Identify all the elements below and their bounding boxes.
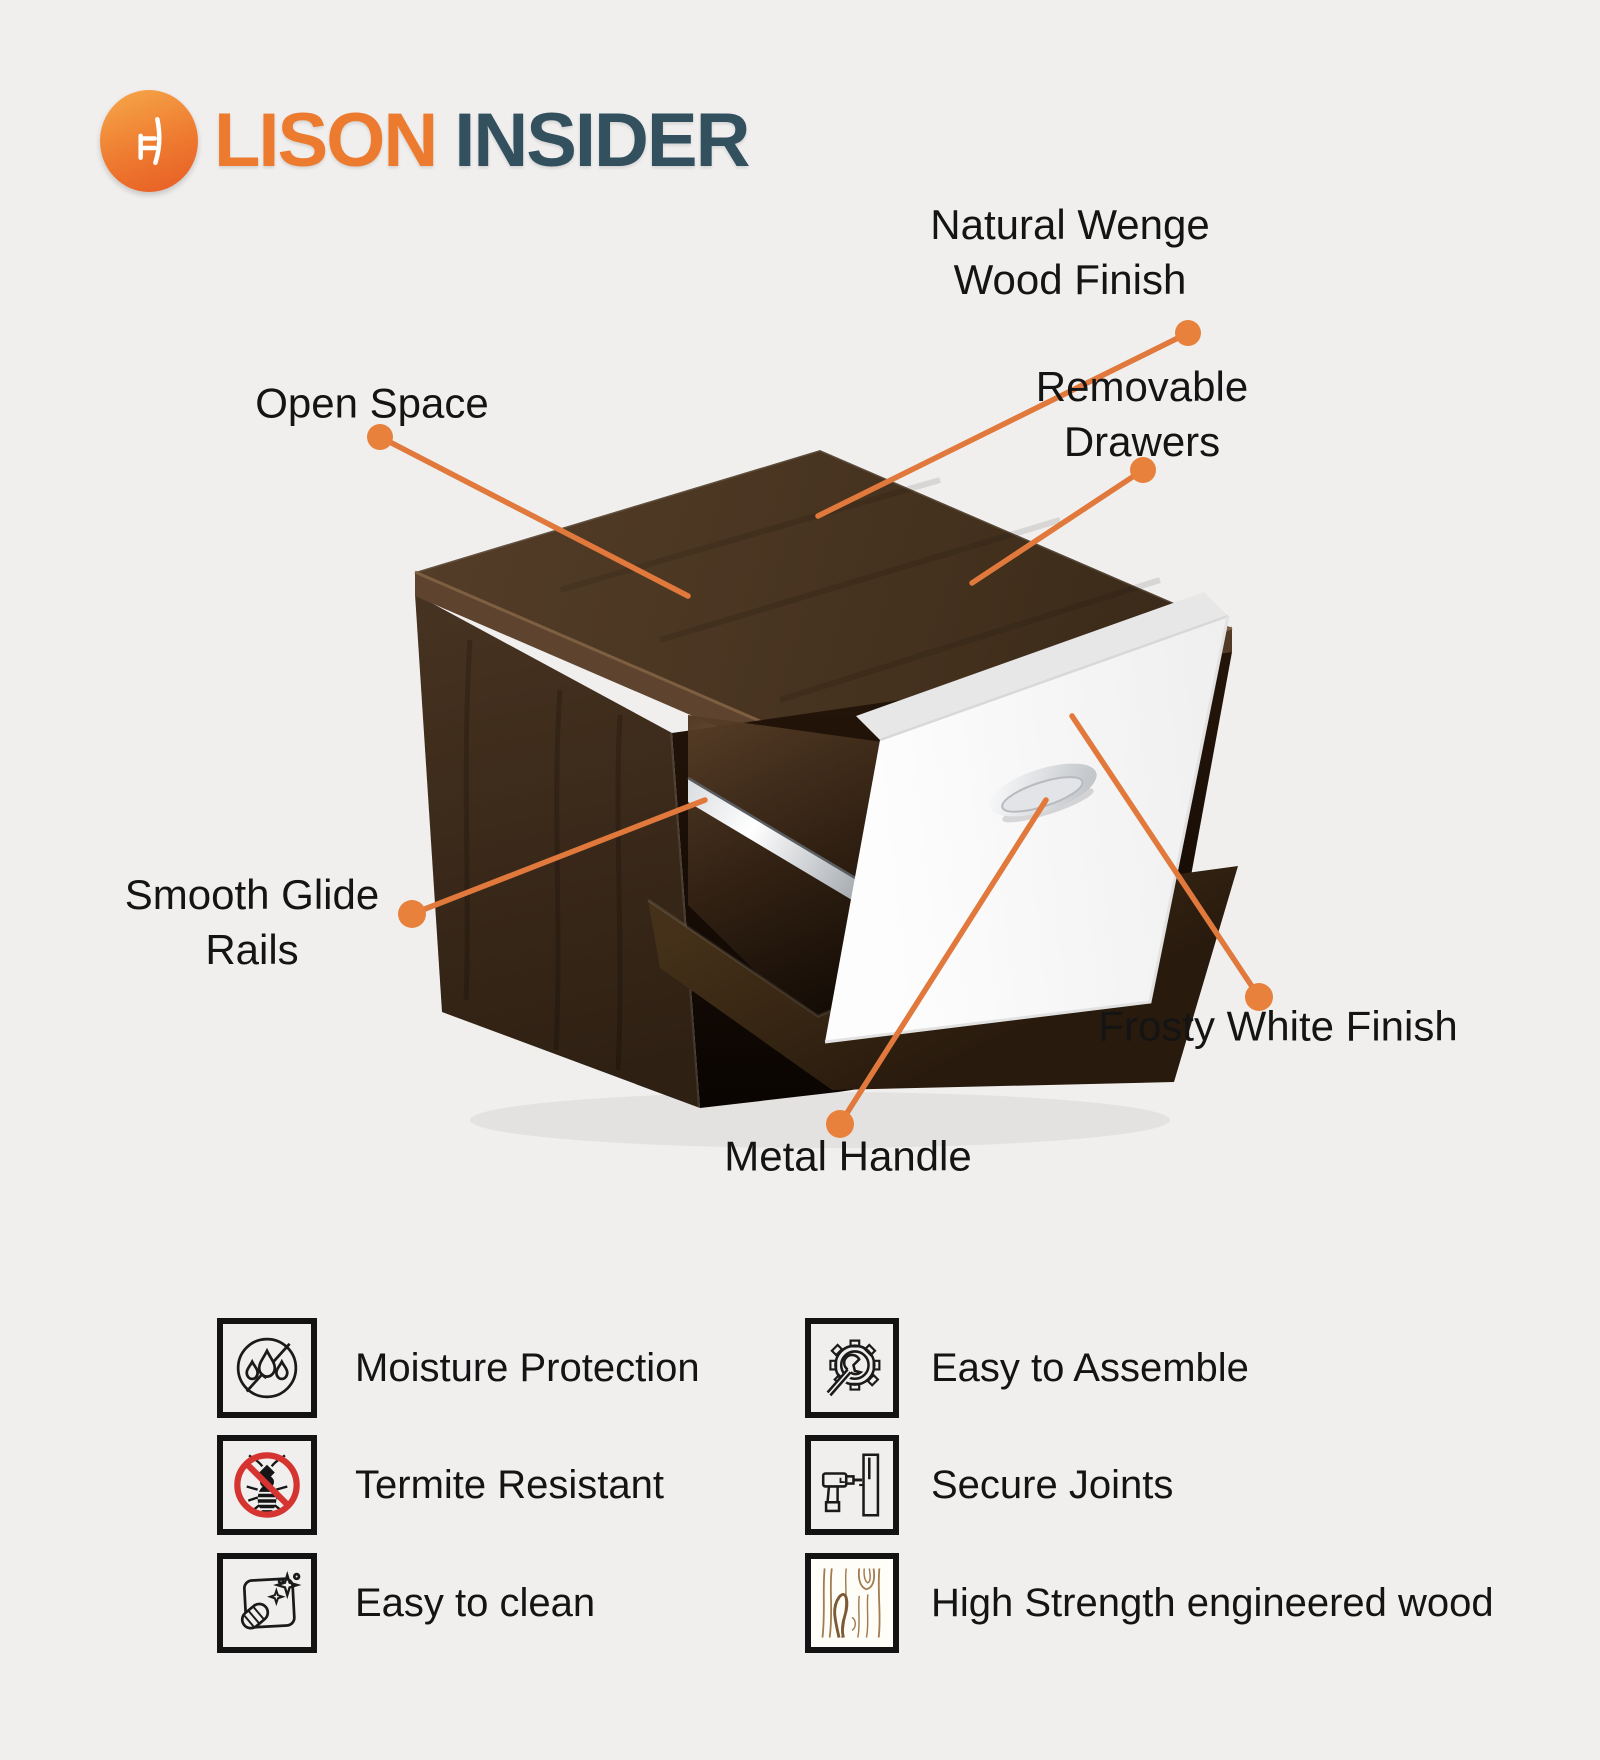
leader-lines xyxy=(367,320,1273,1138)
chair-icon xyxy=(138,117,162,165)
callout-line: Drawers xyxy=(1063,418,1221,465)
callout-line: Removable xyxy=(1035,363,1249,410)
line-open-space xyxy=(377,434,691,599)
feature-row-clean: Easy to clean xyxy=(217,1553,595,1653)
callout-line: Rails xyxy=(205,926,299,973)
feature-row-moisture: Moisture Protection xyxy=(217,1318,700,1418)
drawer-box-side xyxy=(688,715,882,1040)
wood-grain-icon xyxy=(805,1553,899,1653)
easy-clean-icon xyxy=(217,1553,317,1653)
feature-label: Easy to Assemble xyxy=(931,1345,1249,1390)
easy-assemble-icon xyxy=(805,1318,899,1418)
feature-label: Secure Joints xyxy=(931,1462,1174,1507)
line-metal-handle xyxy=(837,797,1049,1127)
feature-label: Easy to clean xyxy=(355,1580,596,1625)
metal-handle xyxy=(989,763,1097,823)
feature-label: Termite Resistant xyxy=(355,1462,664,1507)
floor-shadow xyxy=(470,1092,1170,1148)
termite-resistant-icon xyxy=(217,1435,317,1535)
secure-joints-icon xyxy=(805,1435,899,1535)
callout-line: Wood Finish xyxy=(953,256,1187,303)
brand-logo xyxy=(100,90,198,192)
line-removable-drawers xyxy=(969,467,1146,586)
callout-line: Natural Wenge xyxy=(930,201,1210,248)
feature-label: High Strength engineered wood xyxy=(931,1580,1494,1625)
callout-open-space: Open Space xyxy=(255,376,489,431)
dot-natural-wenge xyxy=(1175,320,1201,346)
line-smooth-glide xyxy=(409,797,708,917)
callout-line: Open Space xyxy=(255,379,489,427)
moisture-protection-icon xyxy=(217,1318,317,1418)
dot-frosty-white xyxy=(1245,983,1273,1011)
callout-line: Metal Handle xyxy=(724,1132,972,1180)
feature-label: Moisture Protection xyxy=(355,1345,700,1390)
feature-row-assemble: Easy to Assemble xyxy=(805,1318,1249,1418)
dot-removable-drawers xyxy=(1130,457,1156,483)
callout-line: Frosty White Finish xyxy=(1098,1002,1458,1050)
dot-smooth-glide xyxy=(398,900,426,928)
callout-removable-drawers: Removable Drawers xyxy=(1036,359,1248,469)
dot-metal-handle xyxy=(826,1110,854,1138)
dot-open-space xyxy=(367,424,393,450)
glide-rail xyxy=(688,778,872,912)
callout-line: Smooth Glide xyxy=(124,871,380,918)
callout-frosty-white: Frosty White Finish xyxy=(1098,999,1457,1054)
callout-smooth-glide: Smooth Glide Rails xyxy=(125,867,379,977)
feature-row-joints: Secure Joints xyxy=(805,1435,1173,1535)
brand-title-secondary: INSIDER xyxy=(454,98,750,183)
line-natural-wenge xyxy=(815,330,1191,519)
feature-row-termite: Termite Resistant xyxy=(217,1435,664,1535)
line-frosty-white xyxy=(1069,713,1262,1000)
drawer-top-edge xyxy=(856,592,1228,740)
callout-natural-wenge: Natural Wenge Wood Finish xyxy=(930,197,1209,307)
callout-metal-handle: Metal Handle xyxy=(724,1129,971,1184)
feature-row-wood: High Strength engineered wood xyxy=(805,1553,1494,1653)
brand-title-primary: LISON xyxy=(214,98,438,183)
cabinet-left-panel xyxy=(415,594,700,1108)
